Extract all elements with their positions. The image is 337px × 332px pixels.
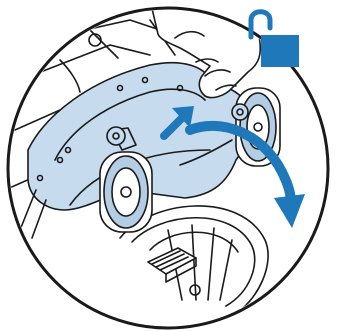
instruction-illustration (0, 0, 337, 332)
stroller-wheel-diagram (0, 0, 337, 332)
